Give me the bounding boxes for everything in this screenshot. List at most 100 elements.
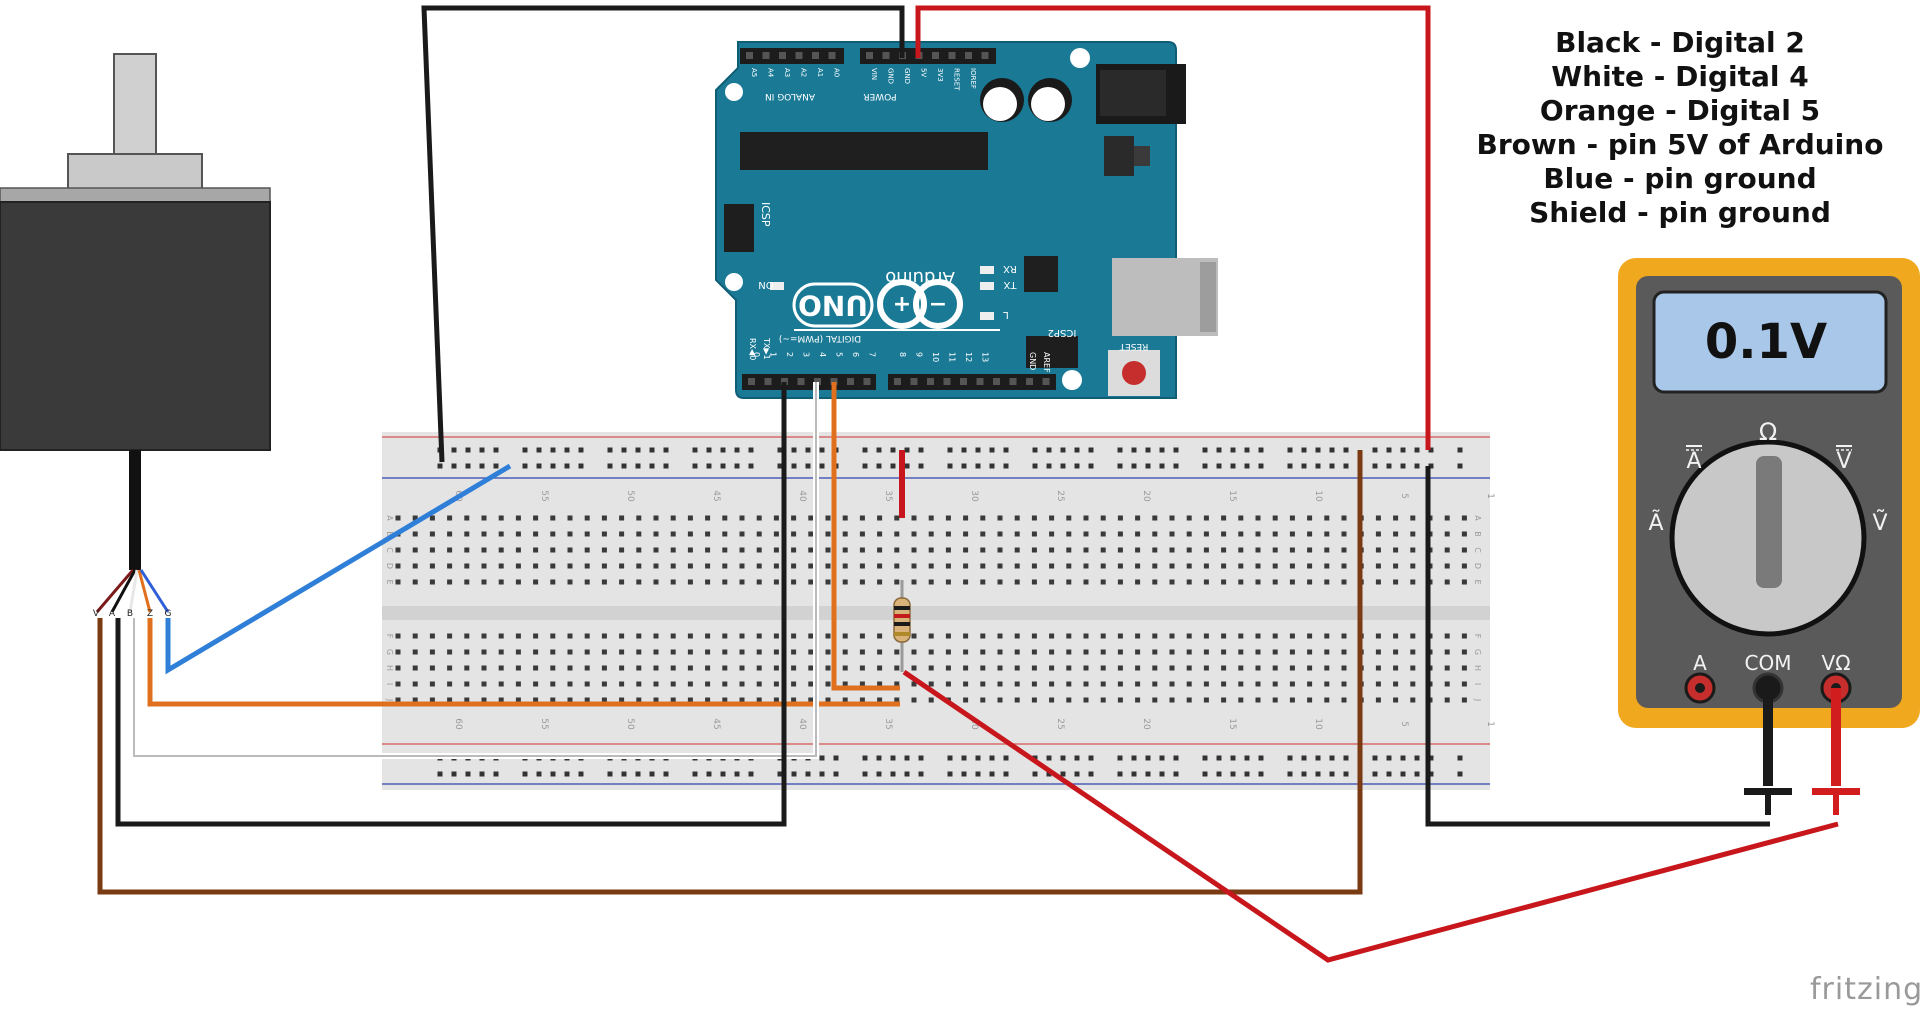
terminal-hole: [1307, 547, 1313, 553]
power-pin-label: IOREF: [969, 68, 977, 89]
row-letter: E: [1473, 579, 1482, 584]
column-number: 40: [797, 718, 807, 730]
terminal-hole: [928, 579, 934, 585]
row-letter: B: [1473, 531, 1482, 537]
microcontroller-chip: [740, 132, 988, 170]
terminal-hole: [1117, 579, 1123, 585]
terminal-hole: [1307, 697, 1313, 703]
wire-blue-ground: [165, 463, 512, 675]
wire-black-digital2: [115, 382, 787, 827]
analog-pin-label: A4: [767, 68, 775, 78]
terminal-hole: [1014, 697, 1020, 703]
rail-hole: [819, 755, 825, 761]
terminal-hole: [894, 697, 900, 703]
terminal-hole: [429, 649, 435, 655]
column-number-group: 5: [1399, 493, 1409, 499]
terminal-hole: [1066, 531, 1072, 537]
rail-hole: [876, 771, 882, 777]
terminal-hole: [825, 665, 831, 671]
terminal-hole: [687, 563, 693, 569]
digital-pin-label-group: 3: [802, 352, 811, 357]
rail-hole: [649, 447, 655, 453]
terminal-hole: [498, 633, 504, 639]
digital-pin-label-group: 10: [931, 352, 940, 362]
terminal-hole: [1410, 579, 1416, 585]
terminal-hole: [550, 531, 556, 537]
rail-hole: [904, 447, 910, 453]
row-letter-group: H: [1473, 665, 1482, 671]
row-letter-group: A: [385, 515, 394, 521]
terminal-hole: [1324, 563, 1330, 569]
column-number-group: 15: [1227, 490, 1237, 501]
power-pin-label-group: GND: [903, 68, 911, 84]
header-pin: [943, 378, 951, 385]
power-label: POWER: [863, 91, 896, 101]
rail-hole: [1258, 463, 1264, 469]
row-letter: C: [1473, 547, 1482, 553]
terminal-hole: [429, 697, 435, 703]
dial-pointer: [1756, 456, 1782, 588]
terminal-hole: [1066, 579, 1072, 585]
terminal-hole: [515, 649, 521, 655]
terminal-hole: [1393, 531, 1399, 537]
terminal-hole: [670, 563, 676, 569]
terminal-hole: [963, 697, 969, 703]
l-label-group: L: [1003, 309, 1009, 320]
terminal-hole: [1014, 563, 1020, 569]
analog-pin-label: A1: [816, 68, 824, 77]
terminal-hole: [1135, 665, 1141, 671]
terminal-hole: [395, 633, 401, 639]
terminal-hole: [945, 649, 951, 655]
led-tx: [980, 282, 994, 290]
terminal-hole: [1238, 681, 1244, 687]
row-letter: B: [385, 531, 394, 537]
rail-hole: [1216, 463, 1222, 469]
terminal-hole: [791, 665, 797, 671]
terminal-hole: [619, 547, 625, 553]
header-pin: [795, 52, 803, 59]
row-letter-group: D: [1473, 563, 1482, 569]
terminal-hole: [1375, 547, 1381, 553]
rail-hole: [1117, 755, 1123, 761]
row-letter-group: I: [1473, 683, 1482, 685]
header-pin: [927, 378, 934, 385]
column-number-group: 35: [883, 718, 893, 729]
digital-pin-label: 3: [802, 352, 811, 357]
icsp-label-group: ICSP: [759, 202, 772, 227]
digital-label: DIGITAL (PWM=~): [779, 333, 861, 343]
terminal-hole: [1444, 665, 1450, 671]
digital-pin-label: 5: [835, 352, 844, 357]
icsp2-header: [1026, 336, 1078, 368]
terminal-hole: [498, 531, 504, 537]
voltage-regulator: [1104, 136, 1134, 176]
terminal-hole: [429, 665, 435, 671]
terminal-hole: [567, 681, 573, 687]
analog-pin-label-group: A0: [833, 68, 841, 77]
terminal-hole: [567, 697, 573, 703]
rail-hole: [1457, 463, 1463, 469]
terminal-hole: [859, 579, 865, 585]
rail-hole: [1315, 755, 1321, 761]
terminal-hole: [412, 665, 418, 671]
terminal-hole: [808, 697, 814, 703]
l-label: L: [1003, 309, 1009, 320]
terminal-hole: [619, 563, 625, 569]
rail-hole: [522, 771, 528, 777]
rail-hole: [720, 447, 726, 453]
terminal-hole: [584, 681, 590, 687]
terminal-hole: [1135, 531, 1141, 537]
terminal-hole: [1169, 665, 1175, 671]
terminal-hole: [670, 681, 676, 687]
terminal-hole: [1238, 665, 1244, 671]
mounting-hole: [725, 83, 743, 101]
terminal-hole: [722, 563, 728, 569]
analog-pin-label: A0: [833, 68, 841, 77]
rail-hole: [876, 755, 882, 761]
terminal-hole: [1272, 633, 1278, 639]
terminal-hole: [567, 579, 573, 585]
header-pin: [882, 52, 890, 59]
terminal-hole: [619, 665, 625, 671]
terminal-hole: [1049, 665, 1055, 671]
terminal-hole: [481, 697, 487, 703]
